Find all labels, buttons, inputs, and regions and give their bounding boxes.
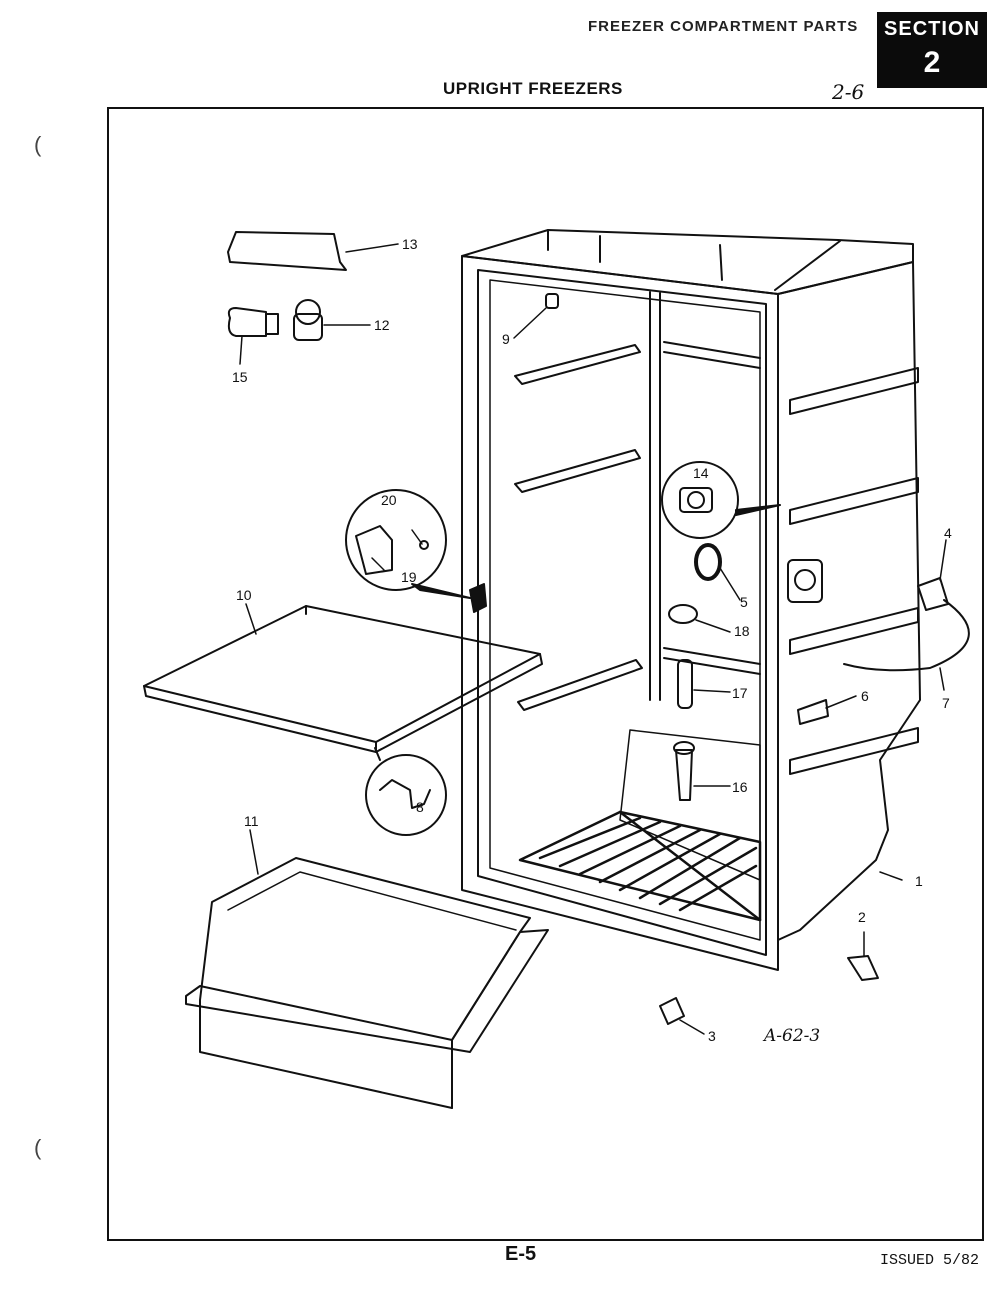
callout-4: 4 [944,525,952,541]
callout-14: 14 [693,465,709,481]
side-rib [789,477,919,525]
cabinet-right-side [777,261,921,941]
tube-part-17 [677,659,693,709]
callout-7: 7 [942,695,950,711]
detail-circle-8 [365,747,447,836]
callout-11: 11 [244,813,259,829]
side-rib [789,727,919,775]
callout-5: 5 [740,594,748,610]
foot-part-3 [659,997,685,1025]
freezer-cabinet-drawing [461,229,921,971]
section-header-label: FREEZER COMPARTMENT PARTS [588,18,859,35]
drain-tube-part-16-top [673,741,695,755]
cabinet-liner [489,279,761,941]
bracket-part-19-mounted [469,583,487,613]
scan-mark: ( [34,1135,42,1160]
side-light-housing [787,559,823,603]
callout-19: 19 [401,569,417,585]
callout-1: 1 [915,873,923,889]
light-shield-part-13 [227,231,347,271]
section-badge-number: 2 [923,46,941,79]
page-title: UPRIGHT FREEZERS [443,79,623,98]
switch-part-4-and-wire-7 [843,577,970,672]
section-badge: SECTION 2 [877,12,987,88]
callout-9: 9 [502,331,510,347]
clip-part-6 [797,699,829,725]
light-bulb-part-15 [227,307,279,337]
shelf-rail [663,341,761,369]
bottom-grille [518,810,762,922]
screw-part-2 [847,955,879,981]
shelf-rail [514,449,641,493]
detail-circle-14 [661,461,781,539]
callout-20: 20 [381,492,397,508]
detail-circle-20-19 [345,489,471,599]
cabinet-front-inner [477,269,767,956]
issued-date: ISSUED 5/82 [880,1252,980,1269]
page-number: E-5 [505,1243,537,1265]
callout-2: 2 [858,909,866,925]
cabinet-top-ribs [547,229,841,291]
callout-18: 18 [734,623,750,639]
callout-16: 16 [732,779,748,795]
grommet-part-5 [694,543,722,581]
shelf-rail [514,344,641,385]
cabinet-front-frame [461,255,779,971]
callout-3: 3 [708,1028,716,1044]
drawing-reference-code: A-62-3 [762,1026,820,1046]
section-badge-label: SECTION [884,18,980,40]
handwritten-note: 2-6 [832,80,865,104]
leader-lines [239,243,947,1035]
callout-13: 13 [402,236,418,252]
callout-labels: 1 2 3 4 5 6 7 8 9 10 11 12 13 14 15 16 1… [232,236,952,1046]
bin-part-11-drawing [185,857,549,1109]
shelf-rail [517,659,643,711]
side-rib [789,607,919,655]
side-rib [789,367,919,415]
side-light-socket [794,569,816,591]
callout-17: 17 [732,685,748,701]
callout-15: 15 [232,369,248,385]
socket-part-12 [293,299,323,341]
callout-8: 8 [416,799,424,815]
callout-10: 10 [236,587,252,603]
callout-6: 6 [861,688,869,704]
scan-mark: ( [34,132,42,157]
diagram-frame [107,107,984,1241]
light-bulb-part-9 [545,293,559,309]
shelf-part-10-drawing [143,605,543,753]
drain-tube-part-16 [675,749,693,801]
callout-12: 12 [374,317,390,333]
plug-part-18 [668,604,698,624]
